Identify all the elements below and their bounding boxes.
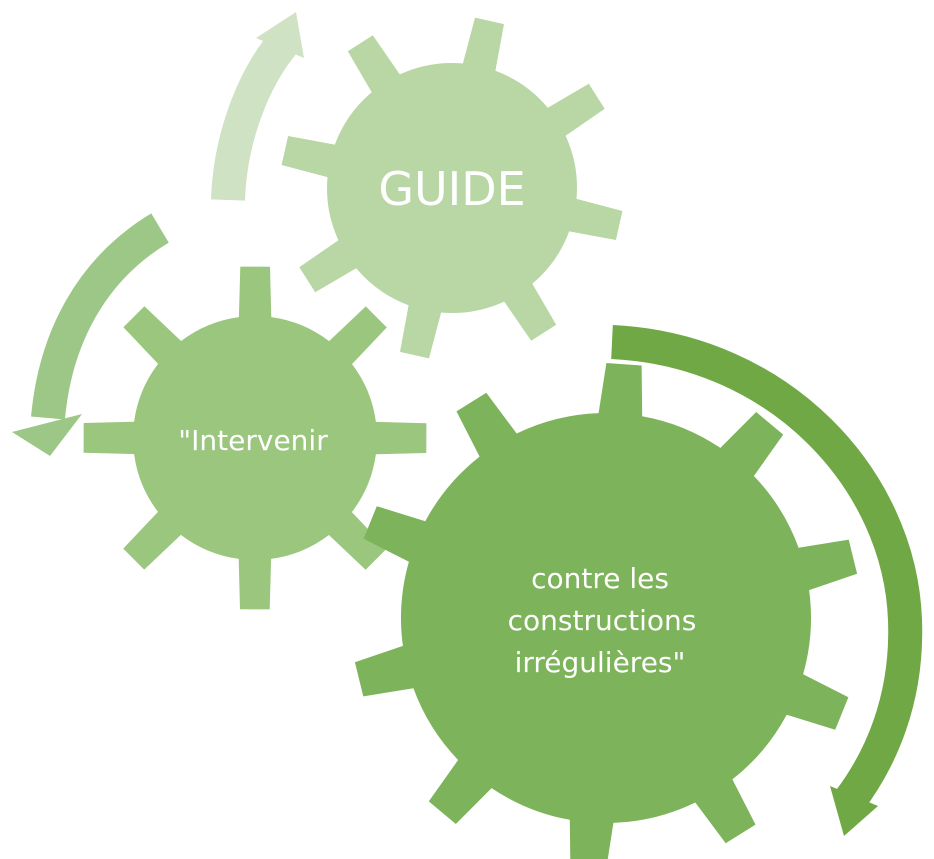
right-cycle-arrow-head	[830, 786, 878, 836]
contre-gear-label-line-2: constructions	[508, 604, 697, 637]
intervenir-gear	[83, 266, 427, 610]
arrows-layer	[12, 12, 923, 836]
top-cycle-arrow-body	[211, 31, 298, 201]
guide-gear-label: GUIDE	[378, 162, 525, 216]
left-cycle-arrow-head	[12, 414, 82, 456]
right-cycle-arrow-body	[611, 325, 923, 811]
intervenir-gear-label: "Intervenir	[178, 424, 328, 457]
top-cycle-arrow-head	[256, 12, 304, 58]
left-cycle-arrow-body	[31, 213, 170, 420]
contre-gear-label-line-3: irrégulières"	[515, 646, 686, 679]
contre-gear-label-line-1: contre les	[531, 562, 669, 595]
contre-gear	[354, 363, 858, 859]
guide-gear	[281, 17, 623, 359]
